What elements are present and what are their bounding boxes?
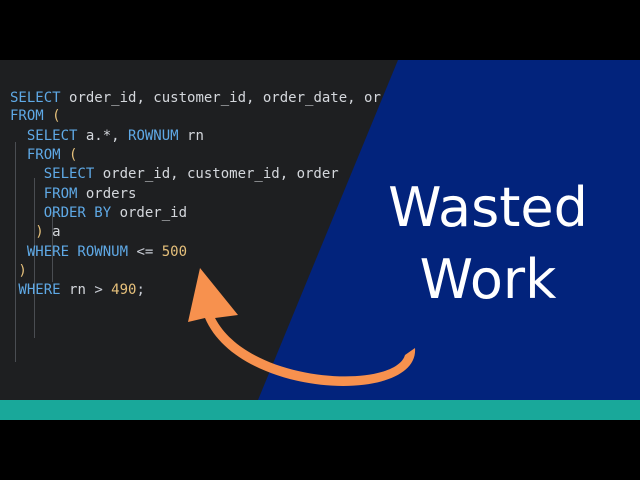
code-line: SELECT a.*, ROWNUM rn <box>10 126 381 146</box>
code-token: SELECT <box>10 128 86 144</box>
code-token: 490 <box>111 282 137 298</box>
code-token: <= <box>136 244 162 260</box>
code-token: ORDER BY <box>10 205 120 221</box>
code-line: SELECT order_id, customer_id, order_date… <box>10 88 381 108</box>
code-token: order_id, customer_id, order_date, or <box>69 90 381 106</box>
code-token: a.*, <box>85 128 129 144</box>
code-line: WHERE ROWNUM <= 500 <box>10 242 381 262</box>
indent-guide <box>34 178 35 338</box>
code-token: ( <box>52 108 61 124</box>
code-token: SELECT <box>10 90 70 106</box>
code-token: FROM <box>10 108 53 124</box>
title-line: Work <box>419 248 557 311</box>
code-token: WHERE <box>10 282 70 298</box>
code-token: WHERE ROWNUM <box>10 244 137 260</box>
indent-guide <box>52 212 53 282</box>
code-line: ) <box>10 261 381 281</box>
code-token: ROWNUM <box>128 128 188 144</box>
code-token: orders <box>85 186 137 202</box>
code-token: > <box>94 282 112 298</box>
accent-stripe <box>0 400 640 420</box>
code-token: rn <box>187 128 204 144</box>
thumbnail-canvas: SELECT order_id, customer_id, order_date… <box>0 60 640 420</box>
code-token: a <box>52 224 61 240</box>
code-line: ) a <box>10 222 381 242</box>
code-token: ( <box>69 147 78 163</box>
code-token: ) <box>10 263 27 279</box>
curved-arrow-icon <box>188 268 416 386</box>
code-token: SELECT <box>10 166 103 182</box>
thumbnail-title: Wasted Work <box>368 172 608 316</box>
code-line: ORDER BY order_id <box>10 203 381 223</box>
sql-code-block: SELECT order_id, customer_id, order_date… <box>10 88 381 308</box>
code-token: order_id, customer_id, order <box>102 166 339 182</box>
code-token: ; <box>136 282 145 298</box>
title-panel <box>258 60 640 400</box>
code-token: ) <box>10 224 53 240</box>
code-token: order_id <box>119 205 188 221</box>
indent-guide <box>15 142 16 362</box>
code-line: FROM orders <box>10 184 381 204</box>
code-line: WHERE rn > 490; <box>10 280 381 300</box>
blue-diagonal-panel <box>258 60 640 400</box>
arrow-shape <box>188 268 416 386</box>
code-line: SELECT order_id, customer_id, order <box>10 164 381 184</box>
title-line: Wasted <box>388 176 588 239</box>
code-line: FROM ( <box>10 106 381 126</box>
code-token: FROM <box>10 147 70 163</box>
code-line: FROM ( <box>10 145 381 165</box>
code-token: 500 <box>161 244 188 260</box>
code-token: rn <box>69 282 95 298</box>
code-token: FROM <box>10 186 86 202</box>
